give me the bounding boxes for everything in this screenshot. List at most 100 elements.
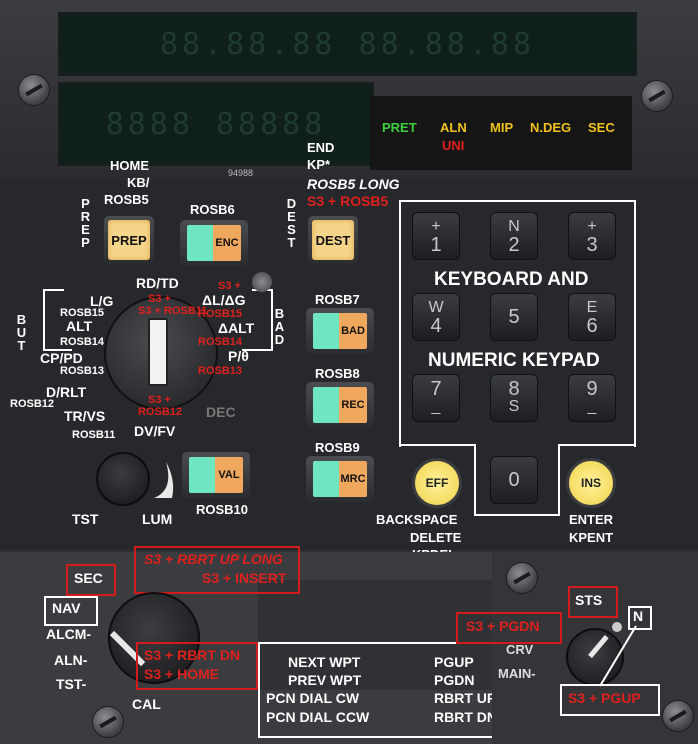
nav-position-box [44,596,98,626]
pos-rd-td: RD/TD [136,275,179,291]
status-indicator-dot [612,622,622,632]
prep-bind-home: HOME [110,158,149,173]
val-green-light [189,457,215,493]
tst-button[interactable] [96,452,150,506]
rec-green-light [313,387,339,423]
eff-bind-backspace: BACKSPACE [376,512,458,527]
key-3[interactable]: +3 [568,212,616,260]
dest-button[interactable]: DEST [308,216,358,264]
prep-bind-rosb5: ROSB5 [104,192,149,207]
dial-bind-pcn-cw: PCN DIAL CW [266,690,360,706]
pos-alcm: ALCM- [46,626,92,642]
pos-p-theta: P/θ [228,348,249,364]
dial-bind-pgdn: PGDN [434,672,475,688]
key-2-label: 2 [508,234,520,256]
pos-aln: ALN- [54,652,88,668]
ins-bind-kpent: KPENT [569,530,614,545]
s3-rosb11-a: S3 + [148,293,171,305]
part-number: 94988 [228,168,254,178]
aln-light: ALN [440,120,467,135]
lum-label: LUM [142,511,173,527]
key-9[interactable]: 9_ [568,374,616,422]
prep-bind-kb: KB/ [127,175,150,190]
key-6-top: E [586,299,598,316]
ins-bind-enter: ENTER [569,512,614,527]
key-0[interactable]: 0 [490,456,538,504]
s3-rosb11-b: S3 + ROSB11 [138,305,208,317]
dest-vertical-label: DEST [284,196,299,248]
prep-button[interactable]: PREP [104,216,154,264]
dial-bind-prev-wpt: PREV WPT [288,672,362,688]
enc-button-label: ENC [213,225,241,261]
upper-display: 88.88.88 88.88.88 [58,12,637,76]
pos-cp-pd: CP/PD [40,350,83,366]
dial-bind-rbrt-dn: RBRT DN [434,709,497,725]
rosb15-left: ROSB15 [60,307,105,319]
eff-button-label: EFF [425,476,449,490]
keypad-outline [399,200,636,447]
enc-button[interactable]: ENC [180,220,248,266]
s3-rosb12-b: ROSB12 [138,406,183,418]
val-button[interactable]: VAL [182,452,250,498]
pos-main: MAIN- [498,666,536,681]
mode-rotary-knob[interactable] [108,592,200,684]
key-8-label: 8 [508,378,520,400]
pos-n: N [633,608,644,624]
dial-bind-pgup: PGUP [434,654,474,670]
annunciator-panel: PRET ALN UNI MIP N.DEG SEC [370,96,632,170]
key-5[interactable]: 5 [490,293,538,341]
key-6-label: 6 [586,315,598,337]
pos-dl-dg: ΔL/ΔG [202,292,246,308]
key-7-label: 7 [430,378,442,400]
enc-rosb-label: ROSB6 [190,202,235,217]
lower-display: 8888 88888 [58,82,374,166]
dial-bind-next-wpt: NEXT WPT [288,654,361,670]
nav-bind-rbrt-dn: S3 + RBRT DN [144,647,241,663]
status-rotary-knob[interactable] [566,628,624,686]
sec-bind-insert: S3 + INSERT [202,570,287,586]
rec-button[interactable]: REC [306,382,374,428]
rosb14-left: ROSB14 [60,336,105,348]
keypad-outline [474,514,560,516]
screw-icon [18,74,50,106]
key-4-label: 4 [430,315,442,337]
pgup-binding-box [560,684,660,716]
bad-button-label: BAD [339,313,367,349]
key-1-top: + [431,218,441,235]
bad-button[interactable]: BAD [306,308,374,354]
rec-button-label: REC [339,387,367,423]
upper-display-digits: 88.88.88 88.88.88 [159,26,536,62]
pos-dv-fv: DV/FV [134,423,176,439]
bad-vertical-label: BAD [272,306,287,345]
prep-vertical-label: PREP [78,196,93,248]
key-1[interactable]: +1 [412,212,460,260]
pos-sec: SEC [74,570,103,586]
eff-button[interactable]: EFF [412,458,462,508]
keypad-outline [399,444,474,446]
mrc-rosb-label: ROSB9 [315,440,360,455]
mrc-button-label: MRC [339,461,367,497]
keypad-outline [558,444,560,516]
key-8-bottom: S [508,398,520,415]
n-position-box [628,606,652,630]
val-button-label: VAL [215,457,243,493]
tst-label: TST [72,511,99,527]
dest-button-label: DEST [312,220,354,260]
sts-bind-pgup: S3 + PGUP [568,690,641,706]
key-1-label: 1 [430,234,442,256]
nav-bind-home: S3 + HOME [144,666,220,682]
mrc-button[interactable]: MRC [306,456,374,502]
key-7[interactable]: 7_ [412,374,460,422]
keypad-title-line2: NUMERIC KEYPAD [428,350,600,371]
key-2-top: N [508,218,520,235]
key-7-bottom: _ [431,398,441,415]
ins-button[interactable]: INS [566,458,616,508]
key-3-label: 3 [586,234,598,256]
pos-lg: L/G [90,293,114,309]
lum-knob-icon[interactable] [152,460,176,500]
but-label: BUT [14,312,29,351]
